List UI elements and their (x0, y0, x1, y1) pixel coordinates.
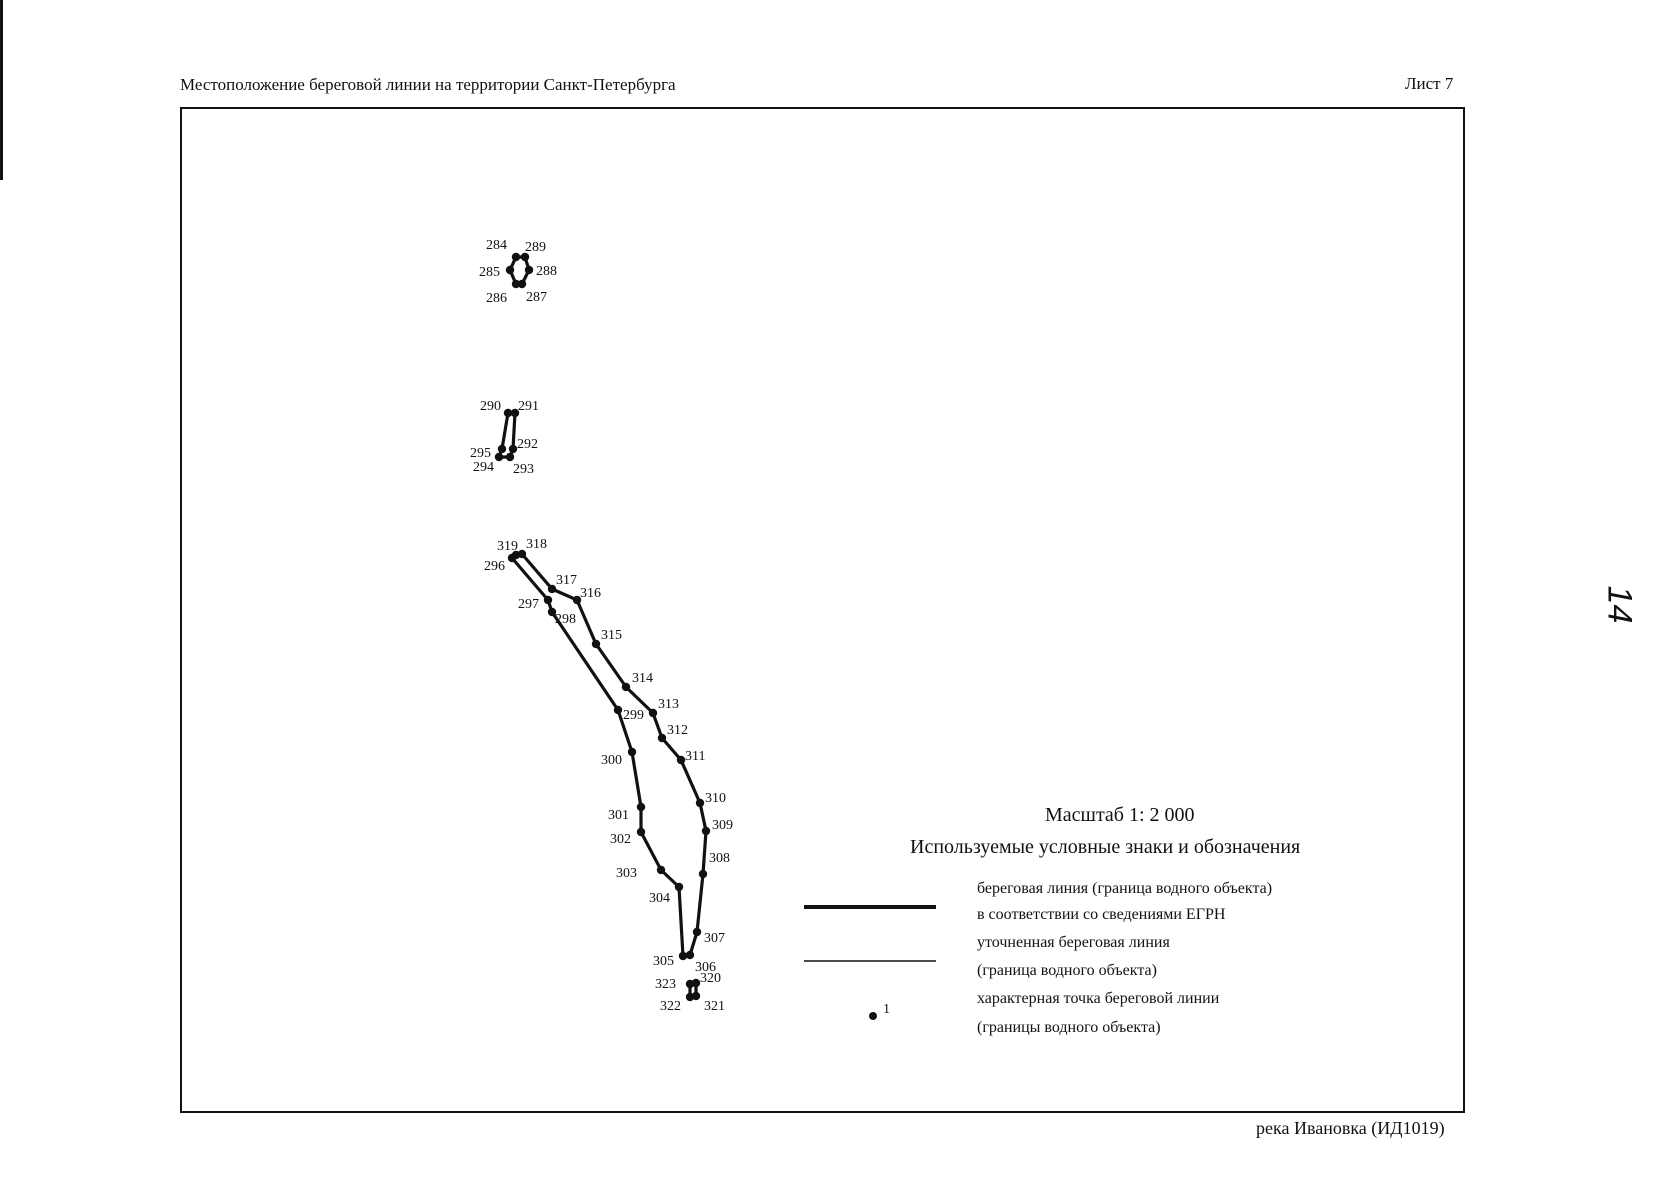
point-label-322: 322 (660, 999, 681, 1014)
point-marker-309 (701, 826, 711, 836)
point-marker-306 (685, 950, 695, 960)
point-marker-301 (636, 802, 646, 812)
point-marker-311 (676, 755, 686, 765)
point-label-303: 303 (616, 866, 637, 881)
point-label-312: 312 (667, 723, 688, 738)
point-label-292: 292 (517, 437, 538, 452)
legend-point-marker (869, 1012, 877, 1020)
point-marker-295 (497, 444, 507, 454)
map-scale: Масштаб 1: 2 000 (1045, 804, 1195, 826)
point-marker-320 (691, 978, 701, 988)
point-marker-318 (517, 549, 527, 559)
point-label-316: 316 (580, 586, 601, 601)
point-label-301: 301 (608, 808, 629, 823)
legend-symbols: 1 (804, 905, 936, 1020)
point-label-290: 290 (480, 399, 501, 414)
point-marker-307 (692, 927, 702, 937)
legend-title: Используемые условные знаки и обозначени… (910, 836, 1301, 858)
point-label-306: 306 (695, 960, 716, 975)
point-label-317: 317 (556, 573, 577, 588)
point-marker-289 (520, 252, 530, 262)
point-marker-286 (511, 279, 521, 289)
point-label-310: 310 (705, 791, 726, 806)
point-marker-292 (508, 444, 518, 454)
point-marker-293 (505, 452, 515, 462)
point-marker-294 (494, 452, 504, 462)
point-marker-305 (678, 951, 688, 961)
point-marker-316 (572, 595, 582, 605)
point-label-296: 296 (484, 559, 505, 574)
point-label-313: 313 (658, 697, 679, 712)
point-label-289: 289 (525, 240, 546, 255)
point-label-298: 298 (555, 612, 576, 627)
point-label-288: 288 (536, 264, 557, 279)
legend-thin-line-text-2: (граница водного объекта) (977, 962, 1157, 979)
point-marker-284 (511, 252, 521, 262)
point-label-291: 291 (518, 399, 539, 414)
legend-thick-line-text-1: береговая линия (граница водного объекта… (977, 880, 1273, 897)
page-number: 14 (1600, 585, 1639, 624)
point-label-321: 321 (704, 999, 725, 1014)
point-label-314: 314 (632, 671, 653, 686)
point-marker-296 (507, 553, 517, 563)
point-label-307: 307 (704, 931, 725, 946)
point-label-304: 304 (649, 891, 670, 906)
point-marker-287 (517, 279, 527, 289)
point-label-302: 302 (610, 832, 631, 847)
point-marker-304 (674, 882, 684, 892)
point-marker-290 (503, 408, 513, 418)
scan-edge-mark (0, 0, 3, 180)
point-marker-288 (524, 265, 534, 275)
point-marker-300 (627, 747, 637, 757)
point-label-311: 311 (685, 749, 705, 764)
point-marker-297 (543, 595, 553, 605)
point-marker-291 (510, 408, 520, 418)
point-label-300: 300 (601, 753, 622, 768)
point-marker-310 (695, 798, 705, 808)
point-label-297: 297 (518, 597, 539, 612)
point-label-293: 293 (513, 462, 534, 477)
point-marker-315 (591, 639, 601, 649)
point-label-285: 285 (479, 265, 500, 280)
legend-thin-line-text-1: уточненная береговая линия (977, 934, 1170, 951)
point-label-320: 320 (700, 971, 721, 986)
point-marker-312 (657, 733, 667, 743)
point-marker-313 (648, 708, 658, 718)
point-label-286: 286 (486, 291, 507, 306)
point-marker-321 (691, 991, 701, 1001)
river-caption: река Ивановка (ИД1019) (1256, 1118, 1445, 1138)
point-label-299: 299 (623, 708, 644, 723)
point-label-318: 318 (526, 537, 547, 552)
point-label-323: 323 (655, 977, 676, 992)
point-marker-285 (505, 265, 515, 275)
point-label-294: 294 (473, 460, 494, 475)
point-marker-308 (698, 869, 708, 879)
point-marker-317 (547, 584, 557, 594)
legend-point-text-2: (границы водного объекта) (977, 1019, 1161, 1036)
point-marker-298 (547, 607, 557, 617)
point-marker-299 (613, 705, 623, 715)
legend-point-number: 1 (883, 1002, 890, 1017)
legend-thick-line-text-2: в соответствии со сведениями ЕГРН (977, 906, 1226, 923)
sheet-number: Лист 7 (1405, 74, 1454, 93)
point-label-305: 305 (653, 954, 674, 969)
point-label-319: 319 (497, 539, 518, 554)
point-marker-314 (621, 682, 631, 692)
document-title: Местоположение береговой линии на террит… (180, 75, 676, 94)
point-label-295: 295 (470, 446, 491, 461)
map-frame (180, 107, 1465, 1113)
point-label-315: 315 (601, 628, 622, 643)
point-label-287: 287 (526, 290, 547, 305)
legend-point-text-1: характерная точка береговой линии (977, 990, 1220, 1007)
point-label-308: 308 (709, 851, 730, 866)
point-label-309: 309 (712, 818, 733, 833)
point-label-284: 284 (486, 238, 507, 253)
point-marker-302 (636, 827, 646, 837)
point-marker-303 (656, 865, 666, 875)
